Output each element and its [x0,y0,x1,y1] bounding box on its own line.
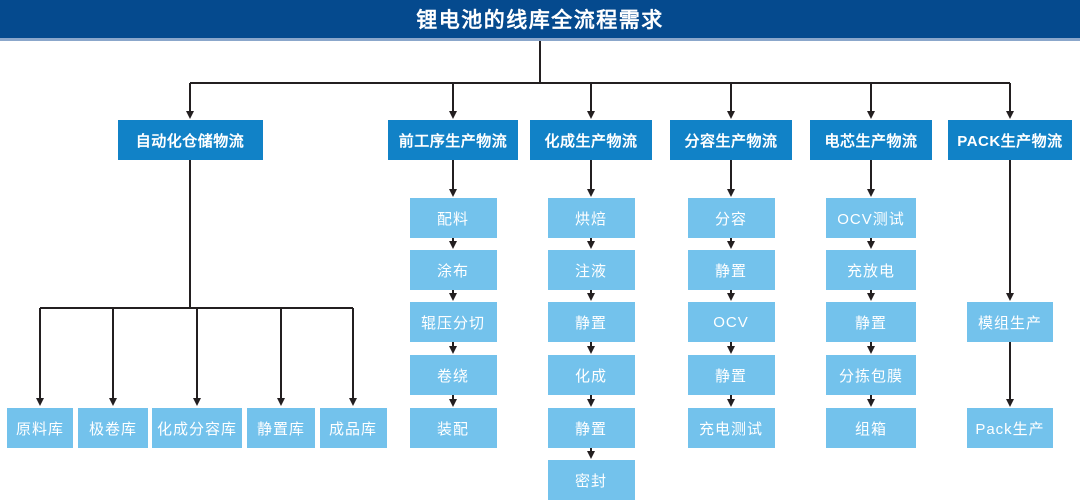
arrow-down-icon [730,83,732,111]
title-bar: 锂电池的线库全流程需求 [0,0,1080,41]
warehouse-box: 成品库 [319,408,387,448]
arrow-down-icon [870,238,872,241]
arrow-down-icon [590,395,592,399]
arrow-down-icon [112,308,114,398]
category-box: 前工序生产物流 [388,120,518,160]
process-step-box: 充电测试 [687,408,775,448]
process-step-box: Pack生产 [967,408,1053,448]
category-box: 化成生产物流 [530,120,652,160]
arrow-down-icon [1009,160,1011,293]
process-step-box: 静置 [826,302,916,342]
arrow-down-icon [870,83,872,111]
process-step-box: 充放电 [826,250,916,290]
category-box: 分容生产物流 [670,120,792,160]
arrow-down-icon [452,342,454,346]
process-step-box: OCV [687,302,775,342]
arrow-down-icon [870,342,872,346]
arrow-down-icon [730,395,732,399]
arrow-down-icon [730,238,732,241]
process-step-box: 分拣包膜 [826,355,916,395]
arrow-down-icon [870,290,872,293]
arrow-down-icon [730,290,732,293]
arrow-down-icon [730,342,732,346]
process-step-box: 涂布 [409,250,497,290]
warehouse-box: 极卷库 [78,408,148,448]
process-step-box: 辊压分切 [409,302,497,342]
arrow-down-icon [1009,83,1011,111]
process-step-box: 卷绕 [409,355,497,395]
arrow-down-icon [590,448,592,451]
process-step-box: 组箱 [826,408,916,448]
arrow-down-icon [196,308,198,398]
process-step-box: 静置 [687,355,775,395]
arrow-down-icon [352,308,354,398]
arrow-down-icon [189,83,191,111]
arrow-down-icon [280,308,282,398]
arrow-down-icon [452,83,454,111]
process-step-box: 注液 [547,250,635,290]
page-title: 锂电池的线库全流程需求 [416,9,664,32]
arrow-down-icon [452,290,454,293]
warehouse-box: 静置库 [247,408,315,448]
process-step-box: 静置 [547,408,635,448]
arrow-down-icon [590,290,592,293]
category-box: PACK生产物流 [948,120,1072,160]
arrow-down-icon [39,308,41,398]
process-step-box: 模组生产 [967,302,1053,342]
category-box: 自动化仓储物流 [117,120,263,160]
arrow-down-icon [590,342,592,346]
connector-line-vertical [539,41,541,83]
arrow-down-icon [590,238,592,241]
process-step-box: 静置 [687,250,775,290]
process-step-box: OCV测试 [826,198,916,238]
connector-line-vertical [189,160,191,308]
category-box: 电芯生产物流 [810,120,932,160]
process-step-box: 静置 [547,302,635,342]
arrow-down-icon [1009,342,1011,399]
arrow-down-icon [452,395,454,399]
arrow-down-icon [590,83,592,111]
arrow-down-icon [870,160,872,189]
process-step-box: 装配 [409,408,497,448]
warehouse-box: 化成分容库 [152,408,242,448]
arrow-down-icon [452,238,454,241]
connector-line-horizontal [190,82,1010,84]
arrow-down-icon [870,395,872,399]
arrow-down-icon [452,160,454,189]
process-step-box: 密封 [547,460,635,500]
process-step-box: 配料 [409,198,497,238]
process-step-box: 烘焙 [547,198,635,238]
process-step-box: 化成 [547,355,635,395]
arrow-down-icon [590,160,592,189]
arrow-down-icon [730,160,732,189]
process-step-box: 分容 [687,198,775,238]
warehouse-box: 原料库 [7,408,73,448]
